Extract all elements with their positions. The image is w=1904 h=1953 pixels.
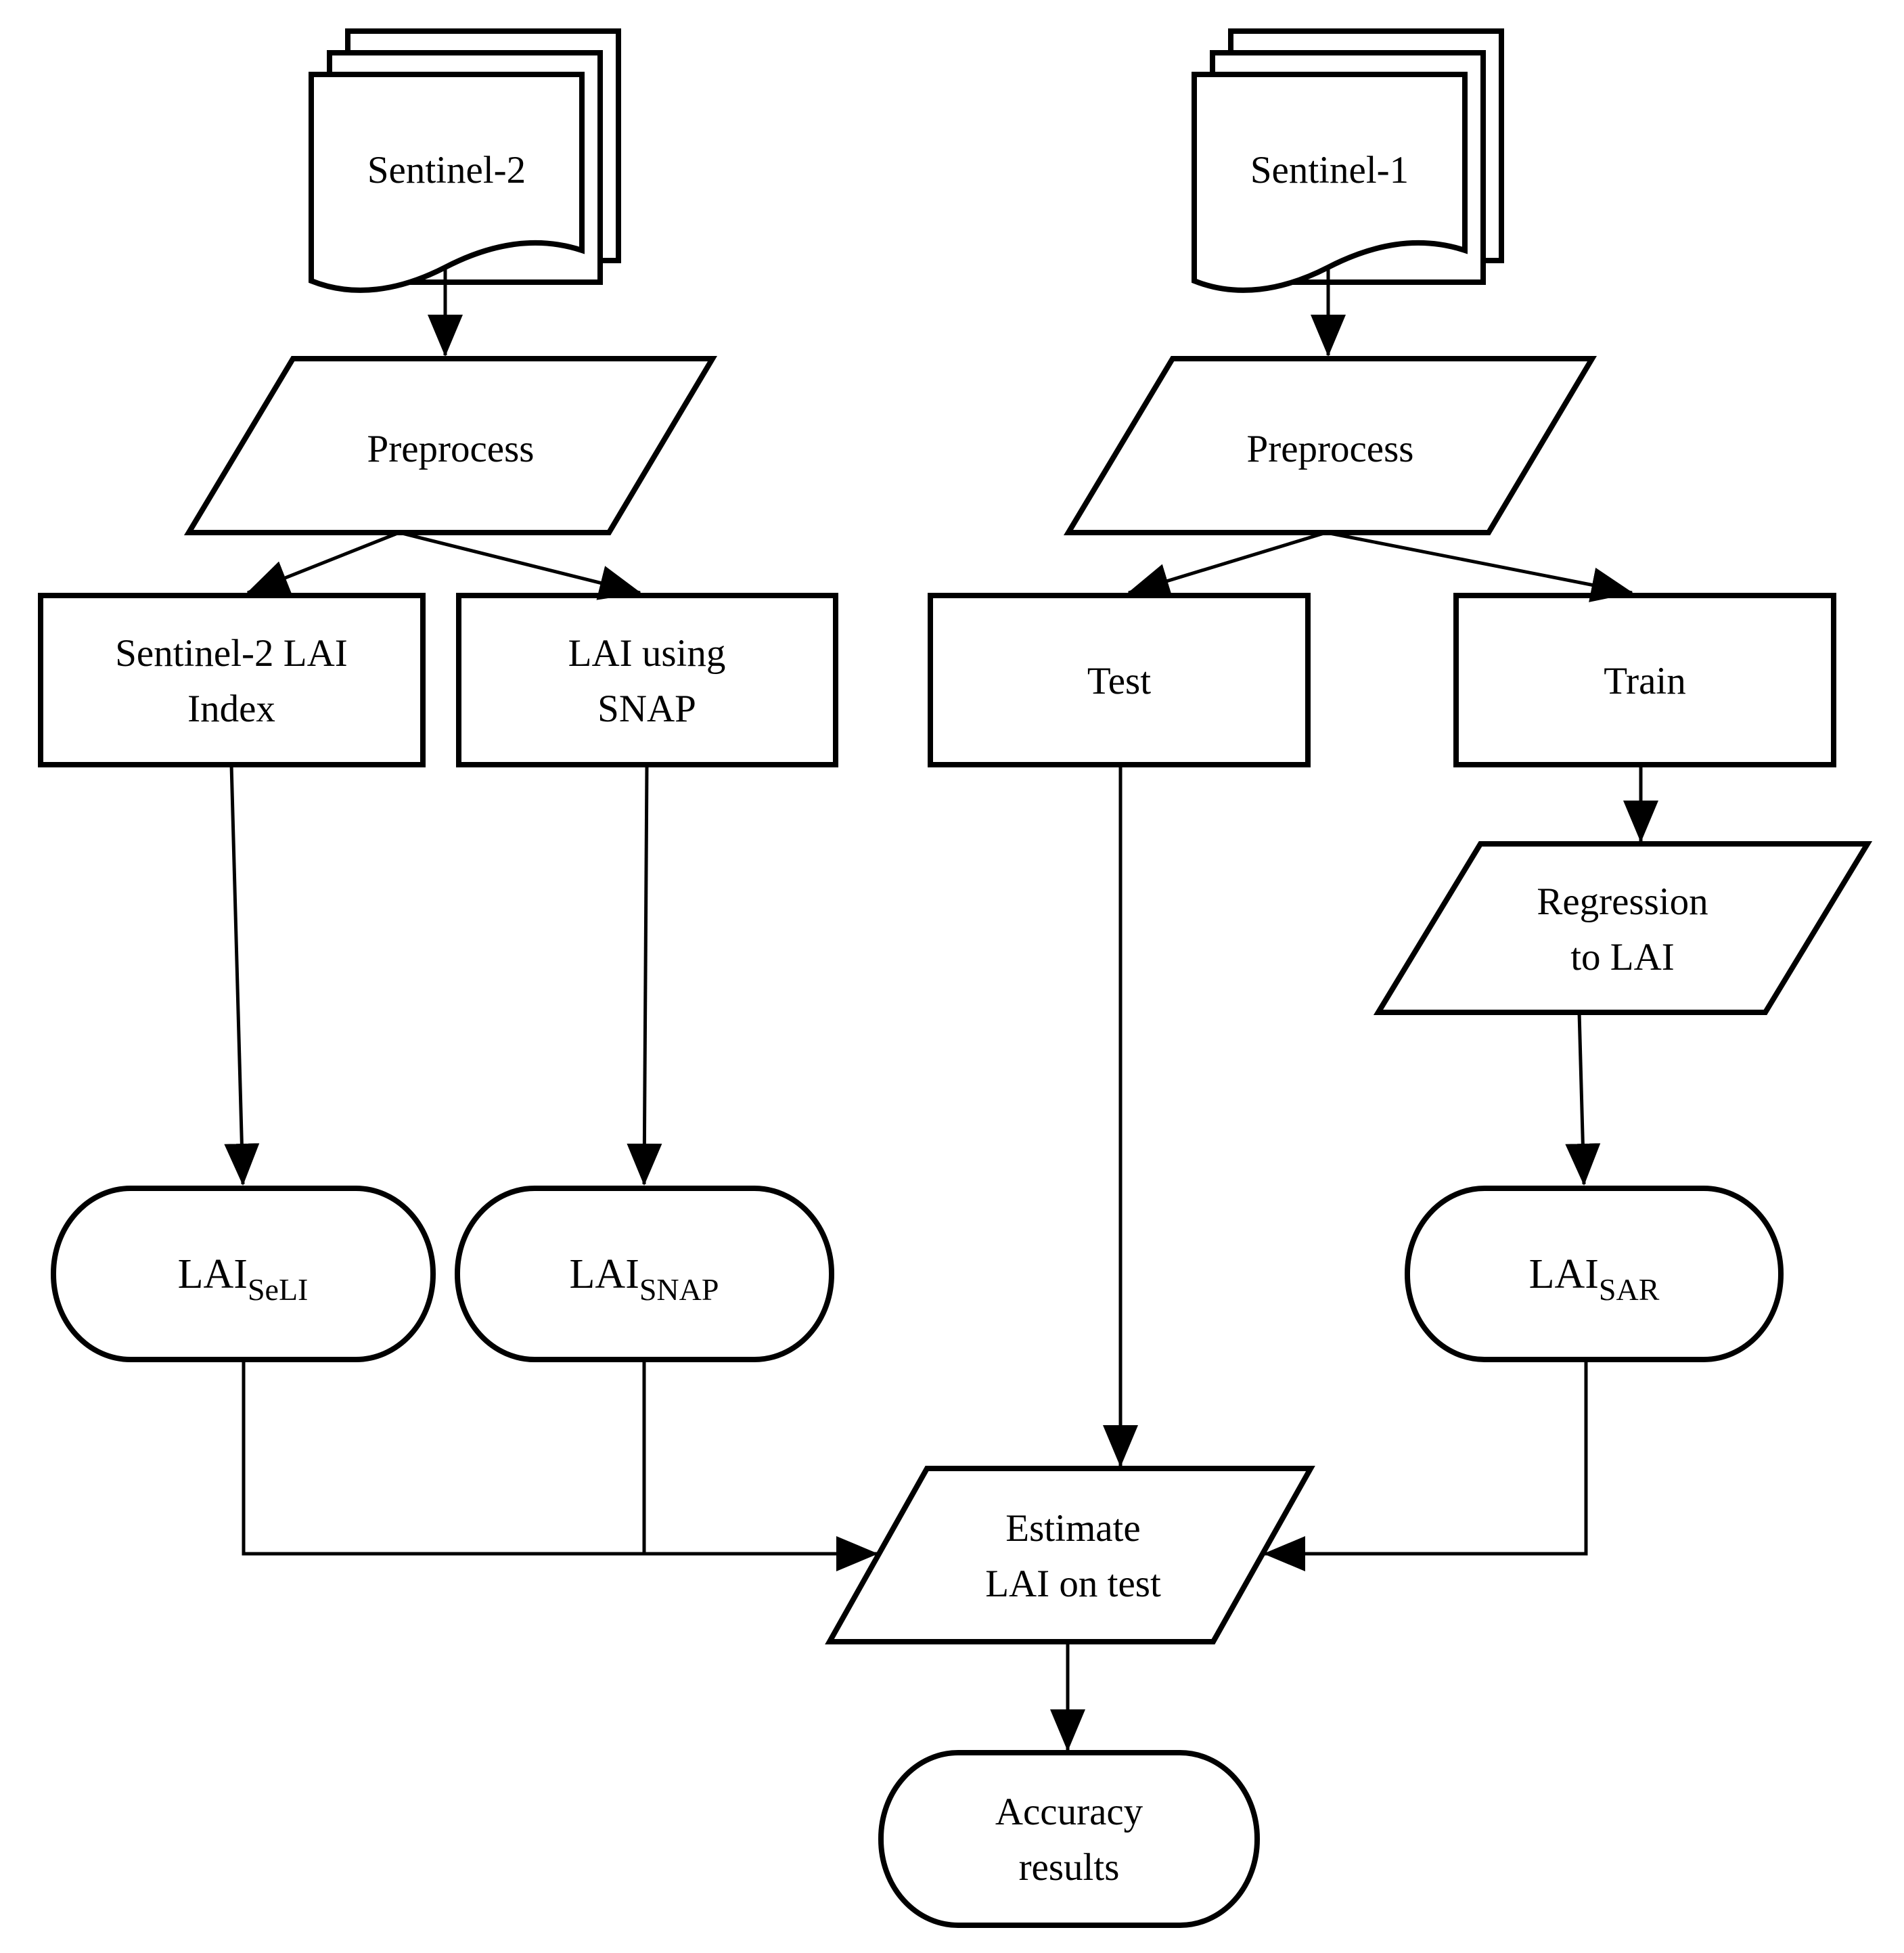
estimate-lai-on-test-shape: [825, 1466, 1315, 1644]
connector-e-laiseli-estimate: [242, 1360, 878, 1571]
train-shape: [1453, 593, 1836, 767]
train-label: Train: [1604, 660, 1685, 702]
sentinel2-docs-label: Sentinel-2: [367, 149, 526, 192]
node-regression-to-lai: Regression to LAI: [1373, 841, 1873, 1015]
preprocess-s1-shape: [1063, 356, 1597, 535]
node-sentinel2-docs: Sentinel-2: [309, 28, 621, 293]
lai-using-snap-shape: [456, 593, 838, 767]
accuracy-results-label: Accuracy: [995, 1791, 1143, 1833]
regression-to-lai-label: Regression: [1537, 880, 1708, 923]
lai-seli-label: LAISeLI: [178, 1251, 309, 1307]
estimate-lai-on-test-label: Estimate: [1005, 1507, 1140, 1550]
connector-e-laisar-estimate: [1263, 1360, 1588, 1571]
sentinel2-lai-index-label: Index: [187, 688, 275, 730]
node-lai-snap: LAISNAP: [455, 1186, 834, 1362]
node-sentinel2-lai-index: Sentinel-2 LAI Index: [38, 593, 426, 767]
test-label: Test: [1087, 660, 1151, 702]
lai-snap-label-main: LAI: [570, 1251, 639, 1297]
lai-sar-shape: [1405, 1186, 1784, 1362]
preprocess-s2-label: Preprocess: [367, 428, 535, 470]
connector-e-preprocess-s1-test: [1127, 531, 1327, 598]
lai-snap-label-subscript: SNAP: [639, 1272, 719, 1307]
lai-seli-label-main: LAI: [178, 1251, 248, 1297]
node-test: Test: [928, 593, 1311, 767]
node-sentinel1-docs: Sentinel-1: [1192, 28, 1504, 293]
connector-e-regression-laisar: [1565, 1012, 1601, 1186]
test-shape: [928, 593, 1311, 767]
accuracy-results-shape: [878, 1750, 1260, 1928]
sentinel2-lai-index-shape: [38, 593, 426, 767]
connector-e-preprocess-s2-index: [246, 531, 400, 595]
node-preprocess-s1: Preprocess: [1063, 356, 1597, 535]
connector-e-preprocess-s2-snap: [399, 531, 641, 600]
lai-seli-label-subscript: SeLI: [248, 1272, 308, 1307]
accuracy-results-label: results: [1019, 1846, 1120, 1889]
regression-to-lai-label: to LAI: [1570, 936, 1675, 979]
sentinel1-docs-label: Sentinel-1: [1250, 149, 1409, 192]
lai-sar-label-main: LAI: [1529, 1251, 1599, 1297]
sentinel2-lai-index-label: Sentinel-2 LAI: [115, 632, 348, 675]
sentinel2-docs-front-page: [309, 72, 585, 293]
node-preprocess-s2: Preprocess: [183, 356, 718, 535]
preprocess-s1-label: Preprocess: [1247, 428, 1414, 470]
lai-sar-label: LAISAR: [1529, 1251, 1660, 1307]
node-lai-seli: LAISeLI: [51, 1186, 436, 1362]
lai-snap-label: LAISNAP: [570, 1251, 719, 1307]
lai-using-snap-label: SNAP: [597, 688, 696, 730]
node-train: Train: [1453, 593, 1836, 767]
regression-to-lai-shape: [1373, 841, 1873, 1015]
connector-e-preprocess-s1-train: [1325, 531, 1633, 602]
connector-e-index-laiseli: [224, 764, 260, 1186]
connector-e-snapbox-laisnap: [627, 764, 662, 1186]
node-accuracy-results: Accuracy results: [878, 1750, 1260, 1928]
estimate-lai-on-test-label: LAI on test: [985, 1563, 1161, 1605]
node-lai-sar: LAISAR: [1405, 1186, 1784, 1362]
lai-sar-label-subscript: SAR: [1599, 1272, 1660, 1307]
sentinel1-docs-front-page: [1192, 72, 1468, 293]
preprocess-s2-shape: [183, 356, 718, 535]
lai-using-snap-label: LAI using: [568, 632, 726, 675]
